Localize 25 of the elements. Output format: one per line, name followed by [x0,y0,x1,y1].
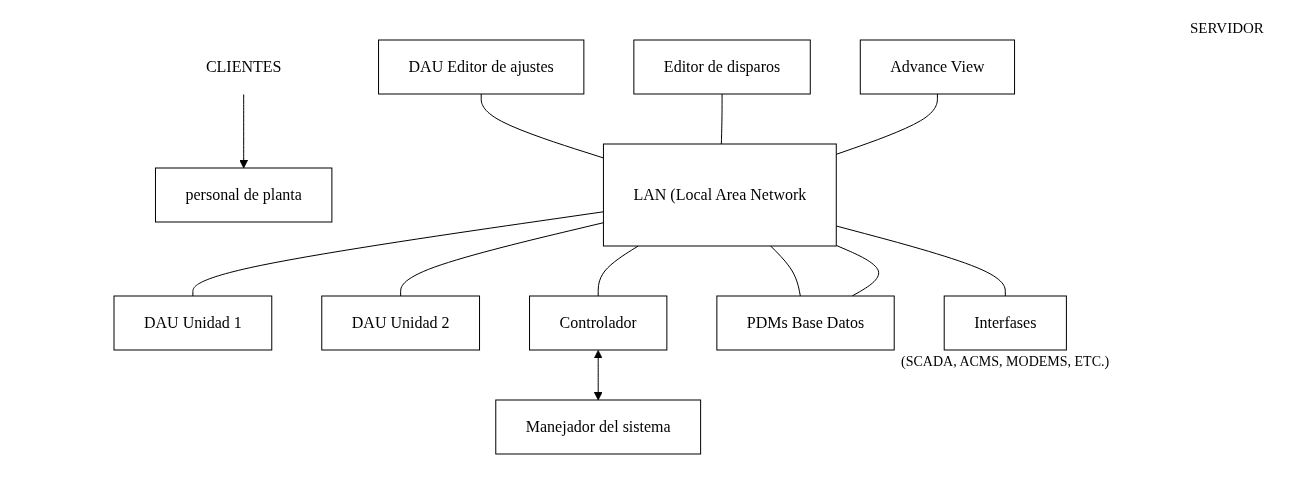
node-box: LAN (Local Area Network [602,143,837,246]
node-box: personal de planta [154,167,333,222]
node-box: PDMs Base Datos [716,295,895,350]
connector [399,221,604,296]
group-label: SERVIDOR [1190,20,1265,37]
connector [480,93,604,158]
connector [720,93,723,144]
node-box: Editor de disparos [633,39,811,94]
connector [835,225,1006,296]
connector [835,93,938,155]
node-box: DAU Unidad 1 [113,295,273,350]
connector [835,244,879,296]
node-box: Controlador [528,295,668,350]
connector [597,245,639,296]
arrow [593,349,603,400]
node-box: DAU Editor de ajustes [377,39,585,94]
node-box: DAU Unidad 2 [321,295,480,350]
connector [192,210,604,296]
arrow [239,93,248,168]
node-box: Advance View [859,39,1015,94]
node-caption: (SCADA, ACMS, MODEMS, ETC.) [901,353,1110,370]
node-box: Interfases [943,295,1067,350]
node-box: Manejador del sistema [495,399,701,454]
node-text: CLIENTES [205,57,282,75]
connector [769,245,801,296]
